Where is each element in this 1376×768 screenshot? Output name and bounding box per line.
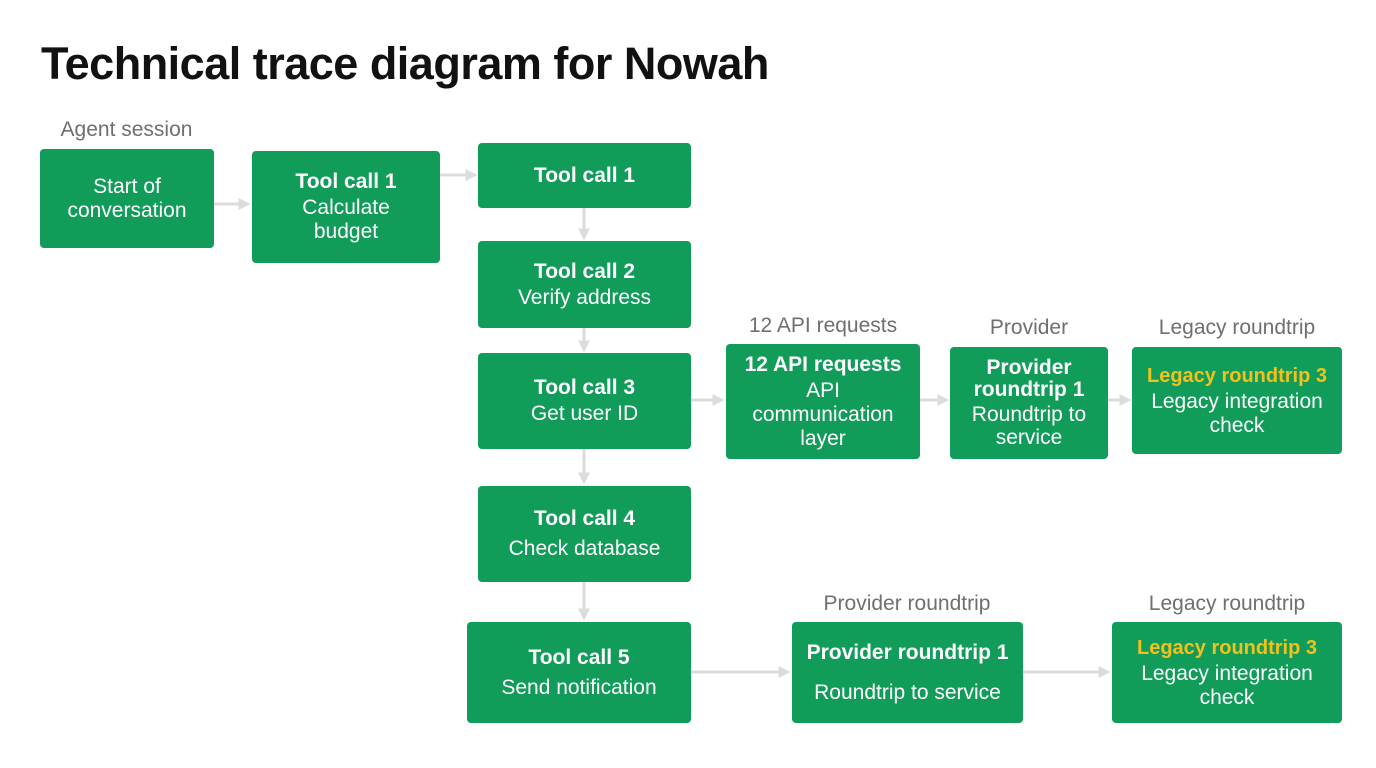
node-tool-call-5: Tool call 5 Send notification [467, 622, 691, 723]
node-tool-call-2-desc: Verify address [517, 285, 652, 309]
label-agent-session: Agent session [60, 118, 193, 141]
node-tool-call-1-title: Tool call 1 [533, 163, 636, 187]
node-api-requests-desc: API communication layer [752, 378, 894, 450]
node-legacy-roundtrip-top: Legacy roundtrip 3 Legacy integration ch… [1132, 347, 1342, 454]
node-tool-call-3-title: Tool call 3 [533, 376, 636, 399]
label-legacy-roundtrip-bottom: Legacy roundtrip [1148, 592, 1306, 615]
node-provider-roundtrip-bottom-desc: Roundtrip to service [814, 680, 1001, 704]
node-provider-roundtrip-top-desc: Roundtrip to service [971, 403, 1087, 449]
node-start-of-conversation: Start of conversation [40, 149, 214, 248]
node-tool-call-5-title: Tool call 5 [528, 645, 630, 669]
node-tool-call-budget-desc: Calculate budget [302, 196, 390, 243]
node-tool-call-3: Tool call 3 Get user ID [478, 353, 691, 449]
node-legacy-roundtrip-top-title: Legacy roundtrip 3 [1146, 364, 1328, 387]
node-tool-call-2: Tool call 2 Verify address [478, 241, 691, 328]
label-provider: Provider [989, 316, 1069, 339]
node-tool-call-4: Tool call 4 Check database [478, 486, 691, 582]
node-tool-call-2-title: Tool call 2 [533, 259, 636, 283]
node-start-label: Start of conversation [67, 174, 187, 222]
label-provider-roundtrip: Provider roundtrip [823, 592, 991, 615]
node-tool-call-5-desc: Send notification [501, 675, 657, 699]
node-provider-roundtrip-top-title: Provider roundtrip 1 [973, 356, 1085, 401]
node-provider-roundtrip-bottom: Provider roundtrip 1 Roundtrip to servic… [792, 622, 1023, 723]
node-tool-call-4-desc: Check database [508, 537, 661, 560]
node-legacy-roundtrip-bottom-title: Legacy roundtrip 3 [1136, 636, 1318, 659]
node-api-requests: 12 API requests API communication layer [726, 344, 920, 459]
node-tool-call-budget: Tool call 1 Calculate budget [252, 151, 440, 263]
node-legacy-roundtrip-bottom-desc: Legacy integration check [1141, 661, 1313, 709]
node-tool-call-1: Tool call 1 [478, 143, 691, 208]
node-tool-call-4-title: Tool call 4 [533, 507, 636, 530]
label-api-requests: 12 API requests [748, 314, 898, 337]
node-provider-roundtrip-bottom-title: Provider roundtrip 1 [806, 640, 1009, 664]
node-legacy-roundtrip-top-desc: Legacy integration check [1151, 389, 1323, 437]
page-title: Technical trace diagram for Nowah [41, 38, 769, 89]
label-legacy-roundtrip-top: Legacy roundtrip [1158, 316, 1316, 339]
node-tool-call-3-desc: Get user ID [530, 402, 639, 425]
node-api-requests-title: 12 API requests [744, 352, 902, 376]
node-legacy-roundtrip-bottom: Legacy roundtrip 3 Legacy integration ch… [1112, 622, 1342, 723]
node-tool-call-budget-title: Tool call 1 [295, 170, 397, 193]
node-provider-roundtrip-top: Provider roundtrip 1 Roundtrip to servic… [950, 347, 1108, 459]
